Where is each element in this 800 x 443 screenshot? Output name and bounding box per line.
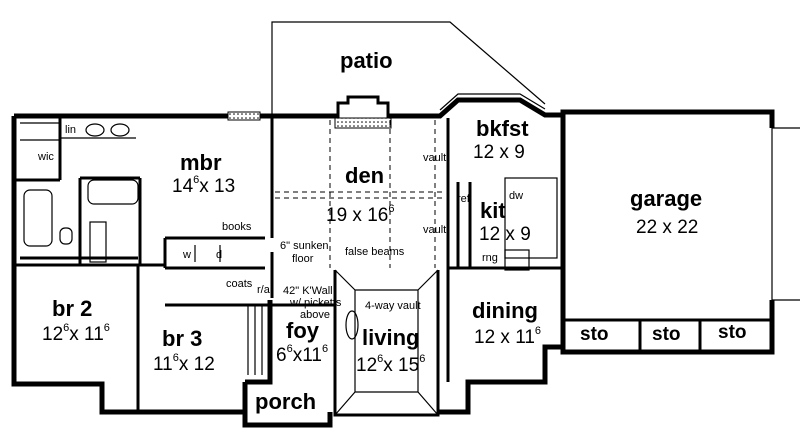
dim-den: 19 x 166: [326, 203, 395, 227]
dim-br3: 116x 12: [153, 352, 215, 376]
dim-br2: 126x 116: [42, 322, 110, 346]
living-frame: [333, 270, 440, 417]
tub-icon-2: [87, 179, 139, 205]
range-icon: [504, 249, 530, 271]
dim-living-b: x 15: [383, 355, 420, 376]
room-den: den: [345, 163, 385, 188]
note-four-way-vault: 4-way vault: [365, 300, 421, 312]
note-books: books: [222, 221, 252, 233]
note-vault-1: vault: [423, 152, 447, 164]
note-kwall-1: 42" K'Wall: [283, 285, 333, 297]
dim-living-b-sup: 6: [419, 353, 426, 365]
dim-den-a: 19 x 16: [326, 205, 389, 226]
note-washer: w: [183, 249, 191, 261]
dim-br2-b: x 11: [69, 324, 104, 345]
room-sto-3: sto: [718, 322, 747, 343]
closet-shelves: [20, 122, 263, 375]
room-br3: br 3: [162, 326, 203, 351]
sink-icon: [85, 123, 105, 137]
dim-foy: 66x116: [276, 343, 329, 367]
note-dw: dw: [509, 190, 524, 202]
sink-icon-2: [110, 123, 130, 137]
room-patio: patio: [340, 48, 393, 73]
sto-walls: [638, 320, 702, 352]
patio-outline: [271, 21, 546, 118]
dim-mbr-a: 14: [172, 176, 194, 197]
tub-icon: [23, 189, 53, 247]
room-dining: dining: [472, 298, 538, 323]
exterior-wall-top: [14, 97, 563, 119]
room-garage: garage: [630, 186, 703, 211]
dim-mbr-b: x 13: [199, 176, 236, 197]
living-inner: [334, 269, 439, 416]
dim-br2-b-sup: 6: [103, 322, 110, 334]
note-kwall-2: w/ picketts: [290, 297, 342, 309]
note-lin: lin: [65, 124, 77, 136]
dim-living-a: 12: [356, 355, 378, 376]
dim-br3-a-sup: 6: [172, 352, 179, 364]
fireplace: [336, 95, 390, 118]
note-rng: rng: [482, 252, 498, 264]
vault-arc-icon: [345, 310, 359, 340]
dim-foy-b: x11: [292, 345, 322, 366]
room-mbr: mbr: [180, 150, 222, 175]
room-sto-2: sto: [652, 324, 681, 345]
room-foy: foy: [286, 318, 319, 343]
room-porch: porch: [255, 389, 317, 414]
dim-kit: 12 x 9: [479, 224, 531, 245]
kitchen-counter: [504, 177, 558, 259]
room-br2: br 2: [52, 296, 93, 321]
porch-wall: [242, 300, 333, 428]
toilet-icon: [59, 227, 73, 245]
note-vault-2: vault: [423, 224, 447, 236]
dim-mbr-a-sup: 6: [193, 174, 200, 186]
room-bkfst: bkfst: [476, 116, 529, 141]
window-mbr: [227, 111, 261, 121]
bay-window: [439, 93, 546, 111]
sto-divider: [561, 318, 774, 354]
note-kwall-3: above: [300, 309, 330, 321]
dim-garage: 22 x 22: [636, 217, 699, 238]
dim-bkfst: 12 x 9: [473, 142, 525, 163]
dim-dining-a-sup: 6: [534, 325, 542, 337]
dim-br3-b: x 12: [178, 354, 215, 375]
garage-opening: [771, 127, 800, 301]
note-floor: floor: [292, 253, 314, 265]
dim-br3-a: 11: [153, 354, 173, 375]
dim-living-a-sup: 6: [377, 353, 384, 365]
note-ref: ref: [457, 193, 470, 205]
dim-living: 126x 156: [356, 353, 426, 377]
note-sunken: 6" sunken: [280, 240, 329, 252]
note-ra: r/a: [257, 284, 270, 296]
dim-foy-a: 6: [276, 345, 287, 366]
counter-icon: [89, 221, 107, 263]
room-kit: kit: [480, 198, 506, 223]
false-beams: [275, 120, 445, 268]
room-sto-1: sto: [580, 324, 609, 345]
dim-br2-a: 12: [42, 324, 64, 345]
dim-den-a-sup: 6: [388, 203, 395, 215]
note-coats: coats: [226, 278, 253, 290]
dim-br2-a-sup: 6: [63, 322, 70, 334]
room-living: living: [362, 325, 420, 350]
dim-foy-b-sup: 6: [321, 343, 329, 355]
hearth: [334, 117, 392, 129]
dim-foy-a-sup: 6: [286, 343, 293, 355]
dim-mbr: 146x 13: [172, 174, 236, 198]
note-dryer: d: [216, 249, 223, 261]
note-false-beams: false beams: [345, 246, 405, 258]
note-wic: wic: [38, 151, 54, 163]
dim-dining: 12 x 116: [474, 325, 542, 349]
dim-dining-a: 12 x 11: [474, 327, 535, 348]
